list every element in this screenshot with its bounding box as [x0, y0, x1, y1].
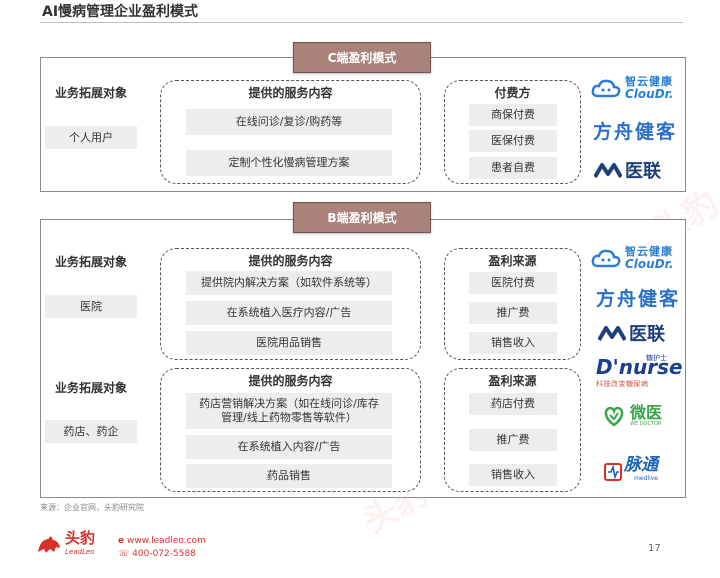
- yilian-logo: 医联: [594, 157, 661, 183]
- contact-info: e www.leadleo.com ☏ 400-072-5588: [118, 535, 206, 561]
- b-revenue-group: [444, 368, 581, 492]
- b-service-item: 药品销售: [186, 464, 392, 488]
- b-target-label: 业务拓展对象: [54, 381, 127, 395]
- c-payment-label: 付费方: [494, 86, 531, 100]
- b-section: [40, 219, 686, 498]
- weiyi-logo: 微医 WE DOCTOR: [602, 405, 662, 427]
- c-services-label: 提供的服务内容: [248, 86, 333, 100]
- b-revenue-item: 销售收入: [469, 332, 557, 354]
- b-service-item: 药店营销解决方案（如在线问诊/库存管理/线上药物零售等软件）: [186, 393, 392, 429]
- b-section-title: B端盈利模式: [293, 202, 431, 233]
- b-revenue-group: [444, 248, 581, 360]
- c-payment-item: 商保付费: [469, 104, 557, 126]
- fangzhou-logo: 方舟健客: [593, 121, 678, 143]
- phone-icon: ☏: [118, 549, 130, 559]
- b-service-item: 在系统植入医疗内容/广告: [186, 301, 392, 325]
- cloud-icon: [591, 249, 621, 268]
- b-target-box: 医院: [45, 295, 137, 318]
- zhiyun-logo: 智云健康 ClouDr.: [591, 76, 673, 100]
- weiyi-logo-en: WE DOCTOR: [630, 421, 662, 427]
- b-services-group: [160, 368, 421, 492]
- b-target-box: 药店、药企: [45, 420, 137, 443]
- c-target-box: 个人用户: [45, 126, 137, 149]
- leopard-icon: [38, 536, 60, 553]
- title-divider: [40, 22, 683, 23]
- weiyi-logo-text: 微医: [630, 403, 663, 422]
- fangzhou-logo: 方舟健客: [596, 288, 681, 310]
- dnurse-logo: D'nurse 糖护士 科技改变糖尿病: [596, 354, 683, 389]
- b-services-label: 提供的服务内容: [248, 254, 333, 268]
- c-payment-item: 医保付费: [469, 130, 557, 152]
- maitong-mark-icon: [604, 463, 622, 481]
- page-title: AI慢病管理企业盈利模式: [42, 4, 199, 20]
- yilian-logo-text: 医联: [629, 324, 665, 345]
- c-target-label: 业务拓展对象: [54, 86, 127, 100]
- leadleo-logo: 头豹 LeadLeo: [36, 531, 95, 559]
- yilian-logo: 医联: [598, 320, 665, 346]
- zhiyun-logo: 智云健康 ClouDr.: [591, 246, 673, 270]
- b-revenue-item: 推广费: [469, 302, 557, 324]
- dnurse-logo-text: D'nurse: [596, 355, 683, 379]
- zhiyun-logo-cn: 智云健康: [625, 75, 673, 88]
- maitong-logo-en: medlive: [634, 475, 658, 482]
- page-number: 17: [648, 543, 661, 554]
- yilian-logo-text: 医联: [625, 161, 661, 182]
- cloud-icon: [591, 79, 621, 98]
- zhiyun-logo-en: ClouDr.: [625, 257, 674, 271]
- yilian-mark-icon: [598, 326, 626, 341]
- b-revenue-item: 医院付费: [469, 272, 557, 294]
- b-revenue-item: 药店付费: [469, 393, 557, 415]
- b-revenue-label: 盈利来源: [488, 374, 537, 388]
- maitong-logo: 脉通 medlive: [604, 455, 658, 486]
- b-service-item: 提供院内解决方案（如软件系统等）: [186, 271, 392, 295]
- zhiyun-logo-en: ClouDr.: [625, 87, 674, 101]
- c-service-item: 在线问诊/复诊/购药等: [186, 109, 392, 135]
- brand-name-en: LeadLeo: [65, 548, 95, 556]
- c-services-group: [160, 80, 421, 184]
- brand-name: 头豹: [65, 529, 96, 547]
- maitong-logo-text: 脉通: [624, 455, 658, 475]
- b-revenue-label: 盈利来源: [488, 254, 537, 268]
- dnurse-logo-tag: 糖护士: [646, 354, 667, 362]
- yilian-mark-icon: [594, 163, 622, 178]
- b-services-label: 提供的服务内容: [248, 374, 333, 388]
- c-payment-item: 患者自费: [469, 157, 557, 179]
- web-icon: e: [118, 536, 125, 546]
- c-service-item: 定制个性化慢病管理方案: [186, 150, 392, 176]
- c-payment-group: [444, 80, 581, 184]
- b-revenue-item: 推广费: [469, 429, 557, 451]
- b-services-group: [160, 248, 421, 360]
- b-revenue-item: 销售收入: [469, 464, 557, 486]
- b-service-item: 医院用品销售: [186, 331, 392, 355]
- c-section-title: C端盈利模式: [293, 42, 431, 73]
- dnurse-logo-subtitle: 科技改变糖尿病: [596, 380, 649, 388]
- b-service-item: 在系统植入内容/广告: [186, 435, 392, 459]
- zhiyun-logo-cn: 智云健康: [625, 245, 673, 258]
- source-note: 来源：企业官网，头豹研究院: [40, 503, 144, 512]
- weiyi-mark-icon: [604, 406, 624, 427]
- phone-number: 400-072-5588: [132, 549, 196, 559]
- b-target-label: 业务拓展对象: [54, 255, 127, 269]
- website-link[interactable]: www.leadleo.com: [126, 536, 206, 546]
